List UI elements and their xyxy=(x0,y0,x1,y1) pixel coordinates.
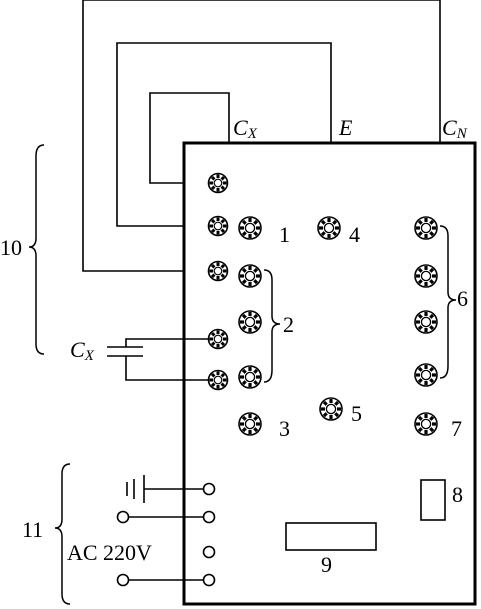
label-7: 7 xyxy=(451,416,462,441)
knob-4[interactable] xyxy=(316,215,342,241)
e-lead-wire xyxy=(116,42,332,227)
cn-lead-wire-top xyxy=(83,0,441,143)
knob-7[interactable] xyxy=(413,411,439,437)
lead-wires xyxy=(82,0,441,272)
cx-lead-wire xyxy=(149,92,230,184)
switch-8[interactable] xyxy=(420,479,446,521)
terminal-cx-post[interactable] xyxy=(207,172,229,194)
power-post-3[interactable] xyxy=(202,573,216,587)
cn-lead-wire xyxy=(82,0,210,272)
ac-power-wiring xyxy=(129,516,203,581)
ground-symbol xyxy=(126,475,203,503)
power-label: AC 220V xyxy=(67,540,152,565)
display-9 xyxy=(285,522,377,551)
knob-6a[interactable] xyxy=(413,215,439,241)
brace-11 xyxy=(54,463,71,605)
label-8: 8 xyxy=(452,482,463,507)
label-4: 4 xyxy=(349,222,360,247)
capacitor-cx xyxy=(107,338,210,381)
terminal-cn-label: CN xyxy=(442,115,468,142)
label-2: 2 xyxy=(283,312,294,337)
brace-10 xyxy=(28,144,45,355)
terminal-cx-label: CX xyxy=(233,115,258,142)
brace-2 xyxy=(263,269,281,383)
label-1: 1 xyxy=(279,222,290,247)
knob-1[interactable] xyxy=(237,215,263,241)
ac-input-bottom-terminal xyxy=(116,573,130,587)
power-post-2[interactable] xyxy=(202,545,216,559)
terminal-cn-post[interactable] xyxy=(207,260,229,282)
knob-2a[interactable] xyxy=(237,263,263,289)
label-10: 10 xyxy=(0,235,22,260)
power-post-1[interactable] xyxy=(202,510,216,524)
knob-2c[interactable] xyxy=(237,364,263,390)
knob-6b[interactable] xyxy=(413,263,439,289)
brace-6 xyxy=(439,225,457,379)
terminal-e-post[interactable] xyxy=(207,215,229,237)
knob-6c[interactable] xyxy=(413,309,439,335)
ground-post[interactable] xyxy=(202,482,216,496)
label-6: 6 xyxy=(457,286,468,311)
knob-2b[interactable] xyxy=(237,309,263,335)
label-3: 3 xyxy=(279,416,290,441)
label-9: 9 xyxy=(321,552,332,577)
terminal-cx-lower-post[interactable] xyxy=(207,369,229,391)
label-11: 11 xyxy=(22,517,43,542)
capacitor-cx-label: CX xyxy=(70,337,95,364)
terminal-e-label: E xyxy=(338,115,353,140)
label-5: 5 xyxy=(351,401,362,426)
terminal-cx-upper-post[interactable] xyxy=(207,328,229,350)
ac-input-top-terminal xyxy=(116,510,130,524)
knob-3[interactable] xyxy=(237,411,263,437)
knob-5[interactable] xyxy=(318,396,344,422)
knob-6d[interactable] xyxy=(413,362,439,388)
